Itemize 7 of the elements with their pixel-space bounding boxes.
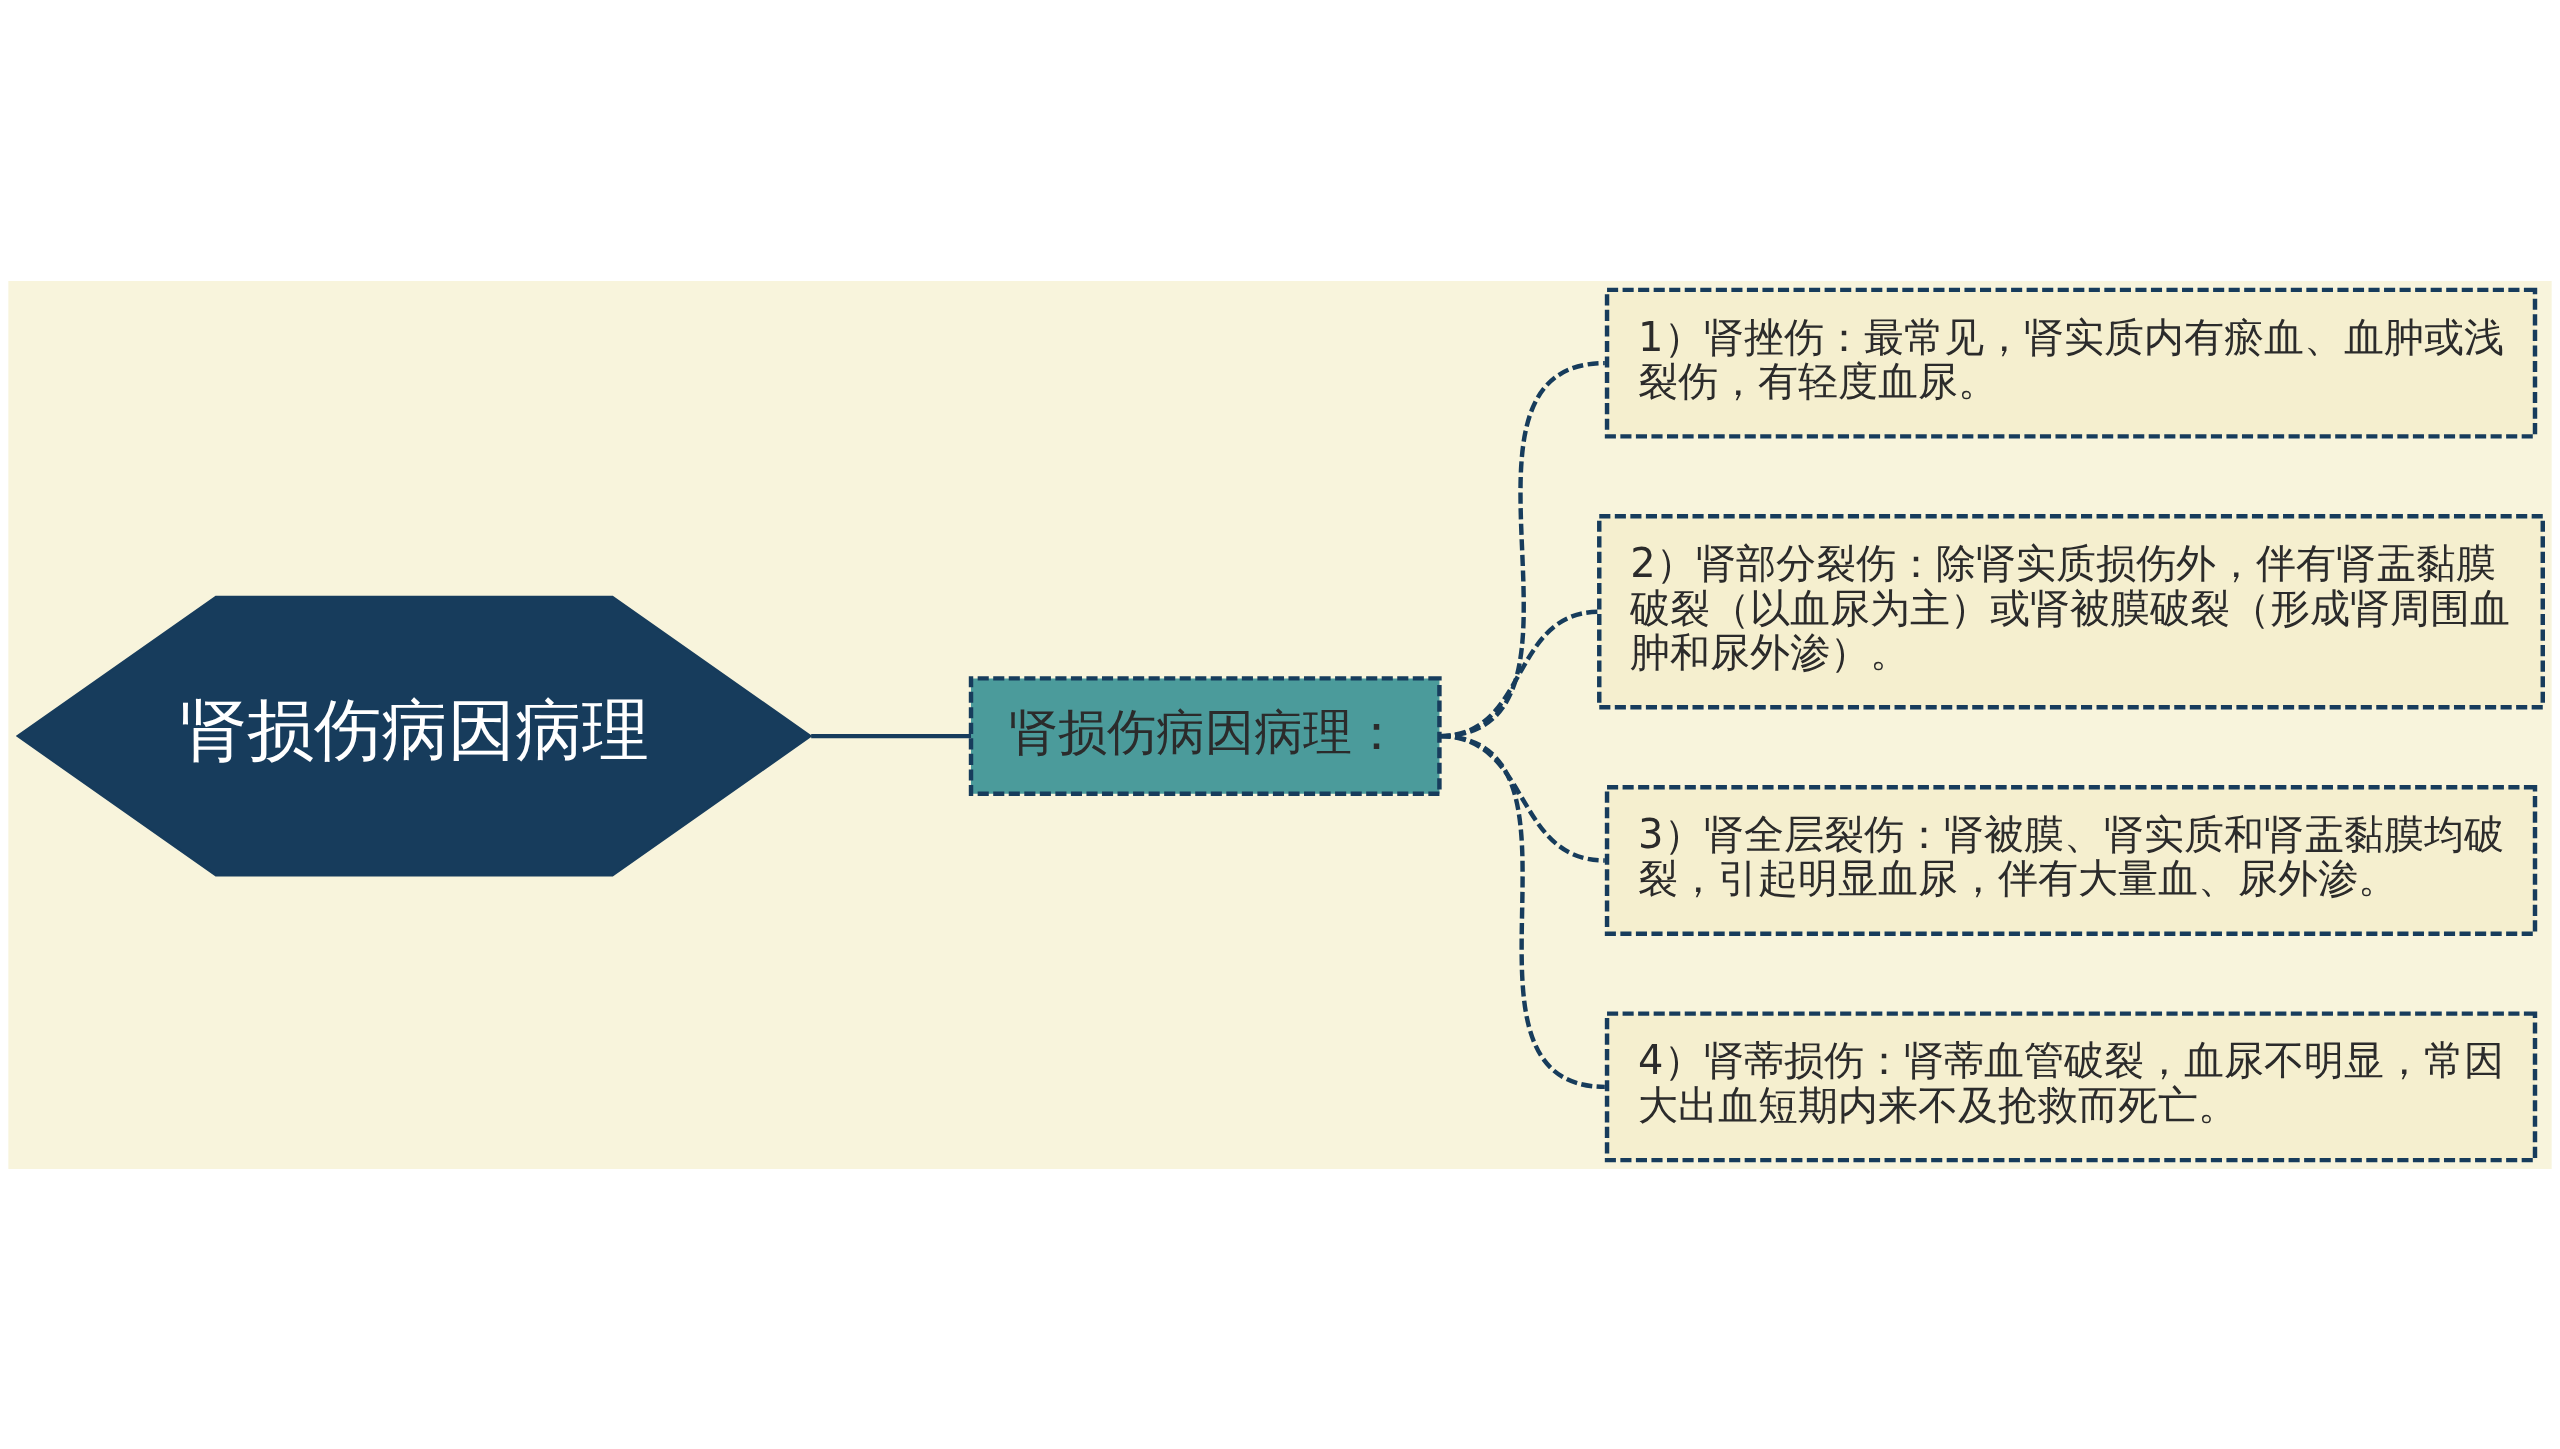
node-box: 肾损伤病因病理： (968, 675, 1442, 796)
connector (811, 733, 971, 738)
node-box: 4）肾蒂损伤：肾蒂血管破裂，血尿不明显，常因大出血短期内来不及抢救而死亡。 (1604, 1010, 2538, 1162)
connector (1439, 733, 1606, 1089)
node-box: 1）肾挫伤：最常见，肾实质内有瘀血、血肿或浅裂伤，有轻度血尿。 (1604, 287, 2538, 439)
node-box: 2）肾部分裂伤：除肾实质损伤外，伴有肾盂黏膜破裂（以血尿为主）或肾被膜破裂（形成肾周围血肿和尿外渗）。 (1597, 513, 2545, 709)
node-box: 3）肾全层裂伤：肾被膜、肾实质和肾盂黏膜均破裂，引起明显血尿，伴有大量血、尿外渗。 (1604, 784, 2538, 936)
